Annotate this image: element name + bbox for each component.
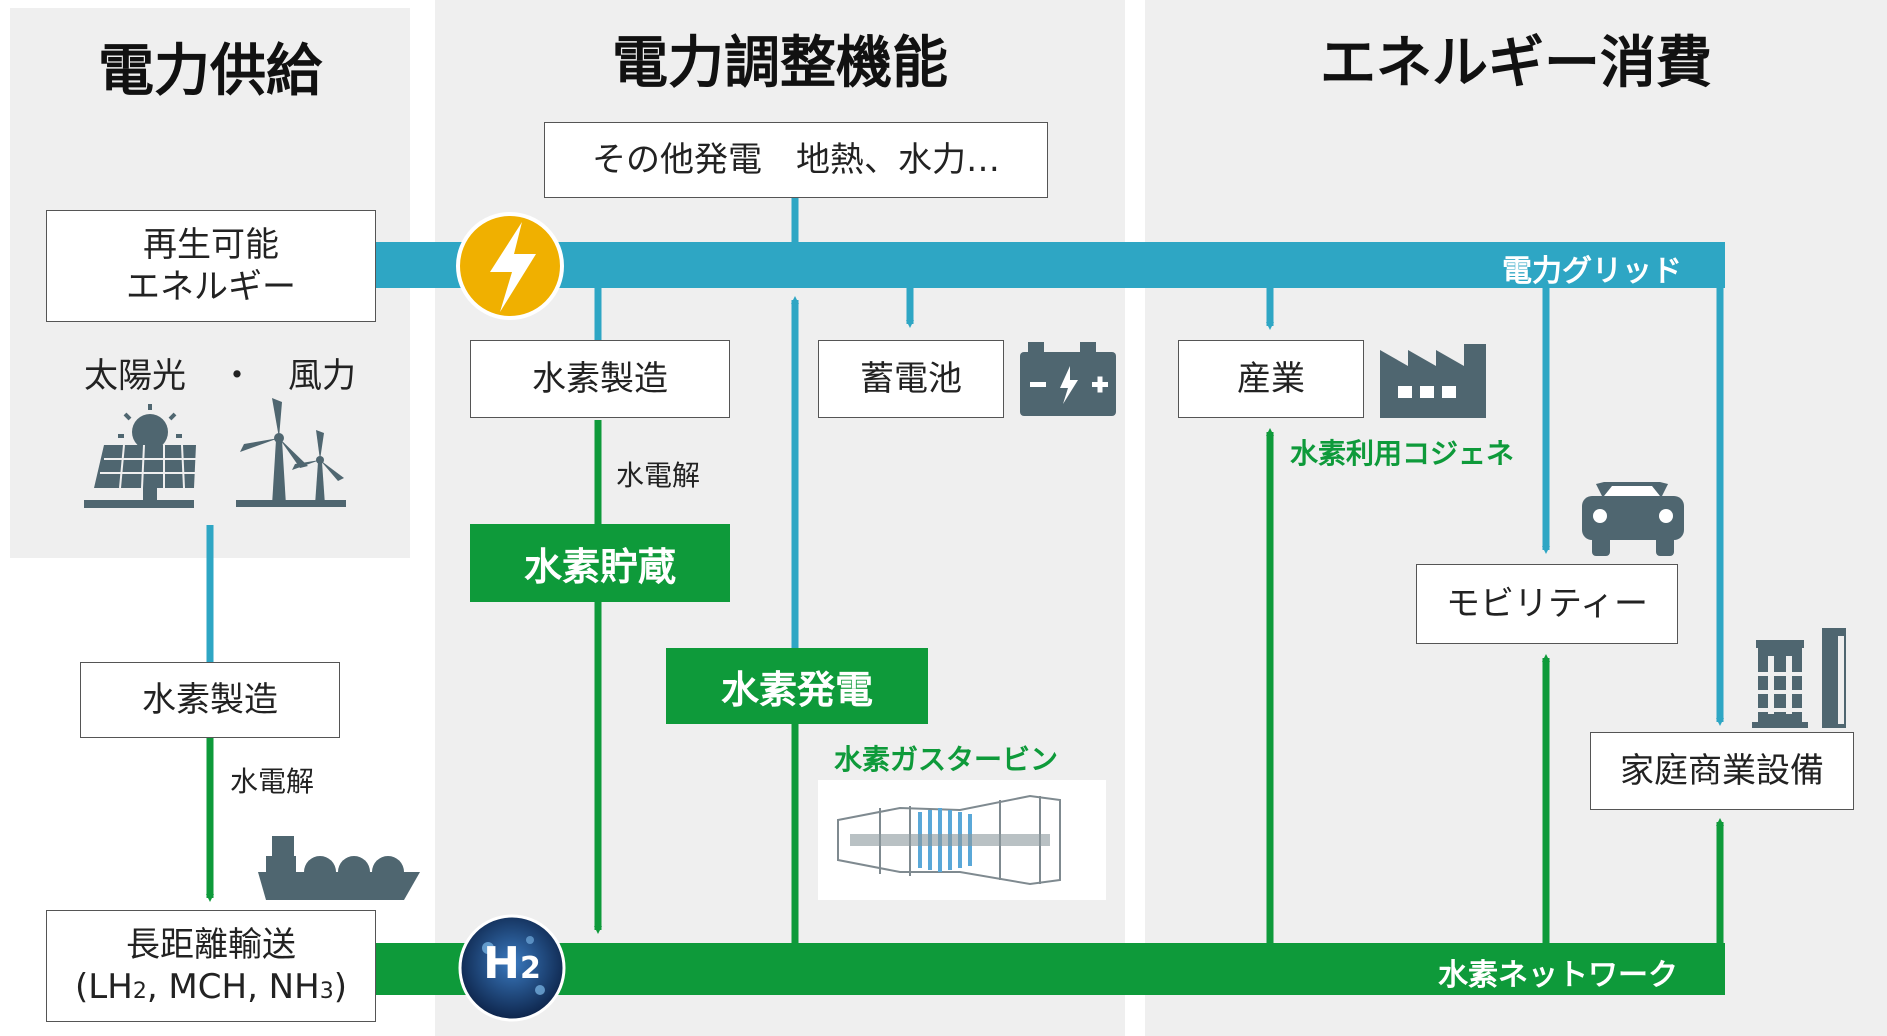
column-title-supply: 電力供給	[98, 39, 322, 104]
h2-production-mid-box: 水素製造	[470, 340, 730, 418]
renewable-label-line1: 再生可能	[143, 224, 279, 265]
h2-production-mid-label: 水素製造	[532, 358, 668, 399]
power-grid-bar	[373, 242, 1725, 288]
industry-box: 産業	[1178, 340, 1364, 418]
electrolysis-left-label: 水電解	[230, 765, 315, 798]
home-commercial-label: 家庭商業設備	[1620, 750, 1824, 791]
car-icon	[1582, 482, 1684, 556]
electrolysis-mid-label: 水電解	[616, 459, 701, 492]
h2-gas-turbine-label: 水素ガスタービン	[834, 743, 1059, 776]
column-title-adjust: 電力調整機能	[612, 31, 948, 96]
solar-panel-icon	[84, 404, 196, 508]
other-power-box: その他発電 地熱、水力…	[544, 122, 1048, 198]
h2-storage-box: 水素貯蔵	[470, 524, 730, 602]
h2-network-bar	[373, 943, 1725, 995]
mobility-label: モビリティー	[1446, 583, 1648, 624]
renewable-label-line2: エネルギー	[126, 267, 296, 307]
battery-box: 蓄電池	[818, 340, 1004, 418]
h2-badge-text: H2	[483, 938, 541, 989]
transport-label-line1: 長距離輸送	[126, 924, 296, 965]
column-title-consume: エネルギー消費	[1320, 31, 1712, 96]
battery-icon	[1020, 342, 1116, 416]
power-grid-label: 電力グリッド	[1502, 254, 1682, 289]
wind-turbine-icon	[236, 398, 346, 507]
transport-label-line2: (LH2, MCH, NH3)	[75, 967, 347, 1007]
h2-molecule-icon	[458, 914, 566, 1022]
battery-label: 蓄電池	[860, 358, 962, 399]
renewable-energy-box: 再生可能 エネルギー	[46, 210, 376, 322]
long-distance-transport-box: 長距離輸送 (LH2, MCH, NH3)	[46, 910, 376, 1022]
h2-power-generation-box: 水素発電	[666, 648, 928, 724]
factory-icon	[1380, 344, 1486, 418]
mobility-box: モビリティー	[1416, 564, 1678, 644]
lng-ship-icon	[258, 836, 420, 900]
building-icon	[1752, 628, 1846, 728]
h2-storage-label: 水素貯蔵	[523, 544, 676, 589]
h2-production-left-label: 水素製造	[142, 679, 278, 720]
solar-wind-label: 太陽光 ・ 風力	[84, 356, 356, 396]
h2-power-label: 水素発電	[720, 667, 873, 712]
h2-production-left-box: 水素製造	[80, 662, 340, 738]
gas-turbine-image	[818, 780, 1106, 900]
h2-network-label: 水素ネットワーク	[1438, 958, 1678, 993]
panel-consume	[1145, 0, 1887, 1036]
h2-cogeneration-label: 水素利用コジェネ	[1290, 437, 1515, 470]
industry-label: 産業	[1237, 358, 1305, 399]
lightning-bolt-icon	[456, 212, 564, 320]
other-power-label: その他発電 地熱、水力…	[592, 139, 1000, 180]
home-commercial-box: 家庭商業設備	[1590, 732, 1854, 810]
